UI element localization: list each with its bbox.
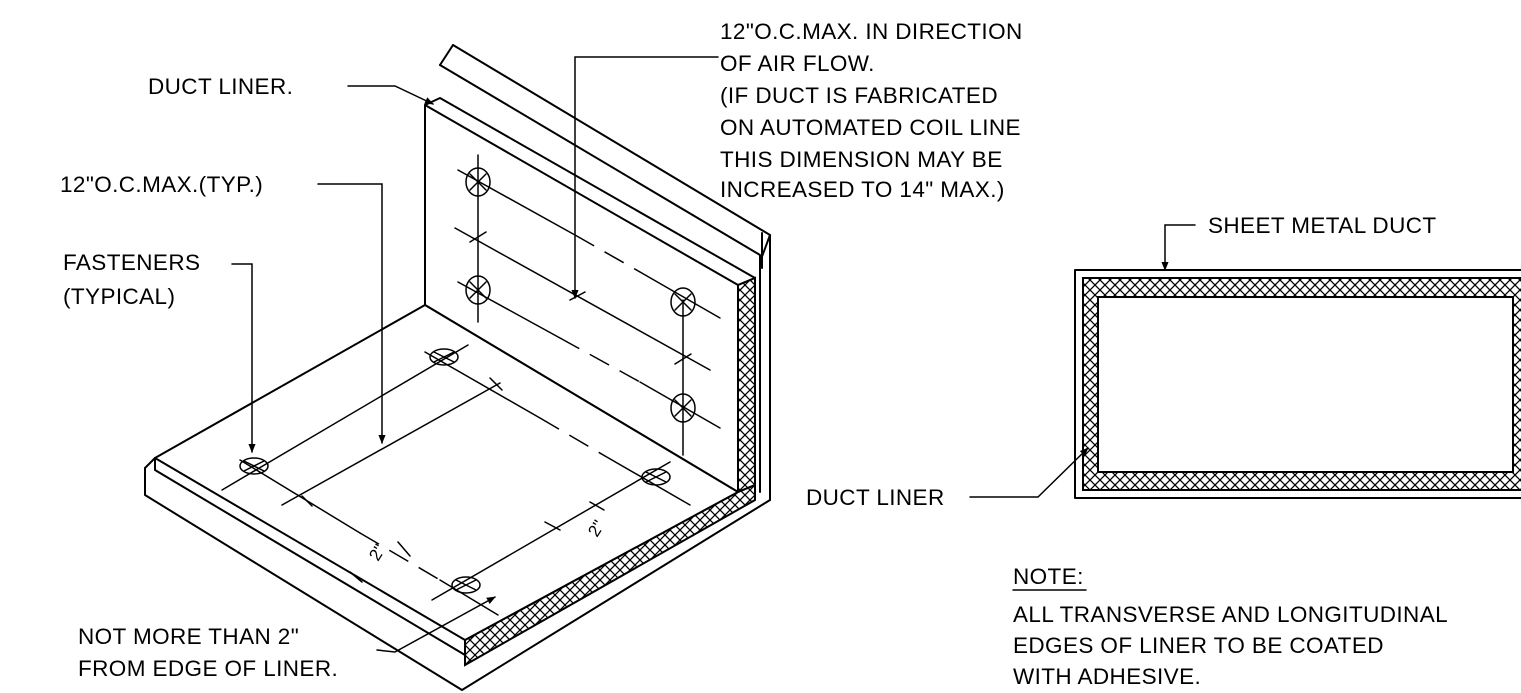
wall-fastener-1 [465, 167, 491, 197]
label-airflow-line5: THIS DIMENSION MAY BE [720, 147, 1003, 172]
wall-fastener-4 [670, 393, 696, 423]
section-outer-sheet-metal [1074, 269, 1521, 499]
leader-duct-liner-top [347, 85, 434, 105]
floor-line-back [221, 344, 469, 491]
note-line1: ALL TRANSVERSE AND LONGITUDINAL [1013, 602, 1448, 627]
label-airflow-line3: (IF DUCT IS FABRICATED [720, 83, 998, 108]
leader-duct-liner-section [969, 447, 1089, 498]
floor-fastener-4 [451, 576, 481, 594]
isometric-duct-corner: 2" 2" [144, 44, 771, 691]
sheet-metal-floor-lip [144, 457, 156, 469]
label-fasteners-line2: (TYPICAL) [63, 284, 175, 309]
wall-fastener-line-mid [454, 227, 711, 371]
floor-fastener-2 [239, 457, 269, 475]
floor-line-cross-back-a [424, 351, 541, 419]
leader-lines [231, 56, 719, 653]
label-edge-line1: NOT MORE THAN 2" [78, 624, 299, 649]
liner-floor-face [154, 304, 739, 641]
floor-line-cross-back-dash [539, 417, 606, 457]
wall-fastener-line-upper-b [639, 271, 721, 319]
leader-spacing-typ [317, 183, 386, 444]
leader-airflow [571, 56, 719, 299]
wall-fastener-line-upper-dash [574, 234, 641, 273]
annotation-text: DUCT LINER. 12"O.C.MAX.(TYP.) FASTENERS … [60, 19, 1448, 689]
note-heading: NOTE: [1013, 564, 1084, 589]
wall-fastener-line-lower-a [457, 281, 561, 339]
wall-fastener-group [465, 167, 696, 423]
floor-line-mid-a [281, 382, 501, 506]
label-edge-line2: FROM EDGE OF LINER. [78, 656, 338, 681]
label-fasteners-line1: FASTENERS [63, 250, 200, 275]
label-airflow-line2: OF AIR FLOW. [720, 51, 875, 76]
leader-fasteners [231, 263, 256, 453]
duct-section-view [969, 224, 1521, 499]
label-duct-liner-section: DUCT LINER [806, 485, 945, 510]
note-line2: EDGES OF LINER TO BE COATED [1013, 633, 1384, 658]
label-airflow-line1: 12"O.C.MAX. IN DIRECTION [720, 19, 1023, 44]
floor-tick-marks [301, 377, 605, 583]
floor-fastener-3 [641, 468, 671, 486]
label-spacing-typ: 12"O.C.MAX.(TYP.) [60, 172, 263, 197]
label-airflow-line6: INCREASED TO 14" MAX.) [720, 177, 1005, 202]
label-airflow-line4: ON AUTOMATED COIL LINE [720, 115, 1021, 140]
wall-fastener-2 [465, 275, 491, 305]
leader-edge [376, 596, 496, 653]
wall-fastener-line-lower-dash [559, 337, 641, 383]
liner-wall-thickness [737, 276, 756, 494]
floor-line-cross-left-dash [359, 532, 441, 581]
floor-line-cross-left-a [239, 459, 361, 534]
note-line3: WITH ADHESIVE. [1013, 664, 1201, 689]
label-duct-liner-top: DUCT LINER. [148, 74, 293, 99]
sheet-metal-seam [759, 232, 771, 269]
liner-floor-front-edge [154, 457, 466, 656]
sheet-metal-wall-top [439, 44, 454, 66]
floor-line-cross-left-b [439, 579, 499, 616]
sheet-metal-wall-edge-inner [439, 64, 761, 493]
sheet-metal-floor-edge [144, 467, 771, 691]
wall-fastener-3 [670, 287, 696, 317]
floor-fastener-1 [429, 348, 459, 366]
floor-fastener-group [239, 348, 671, 594]
label-sheet-metal-duct: SHEET METAL DUCT [1208, 213, 1437, 238]
section-duct-interior [1097, 296, 1514, 473]
leader-sheet-metal-duct [1161, 224, 1196, 271]
